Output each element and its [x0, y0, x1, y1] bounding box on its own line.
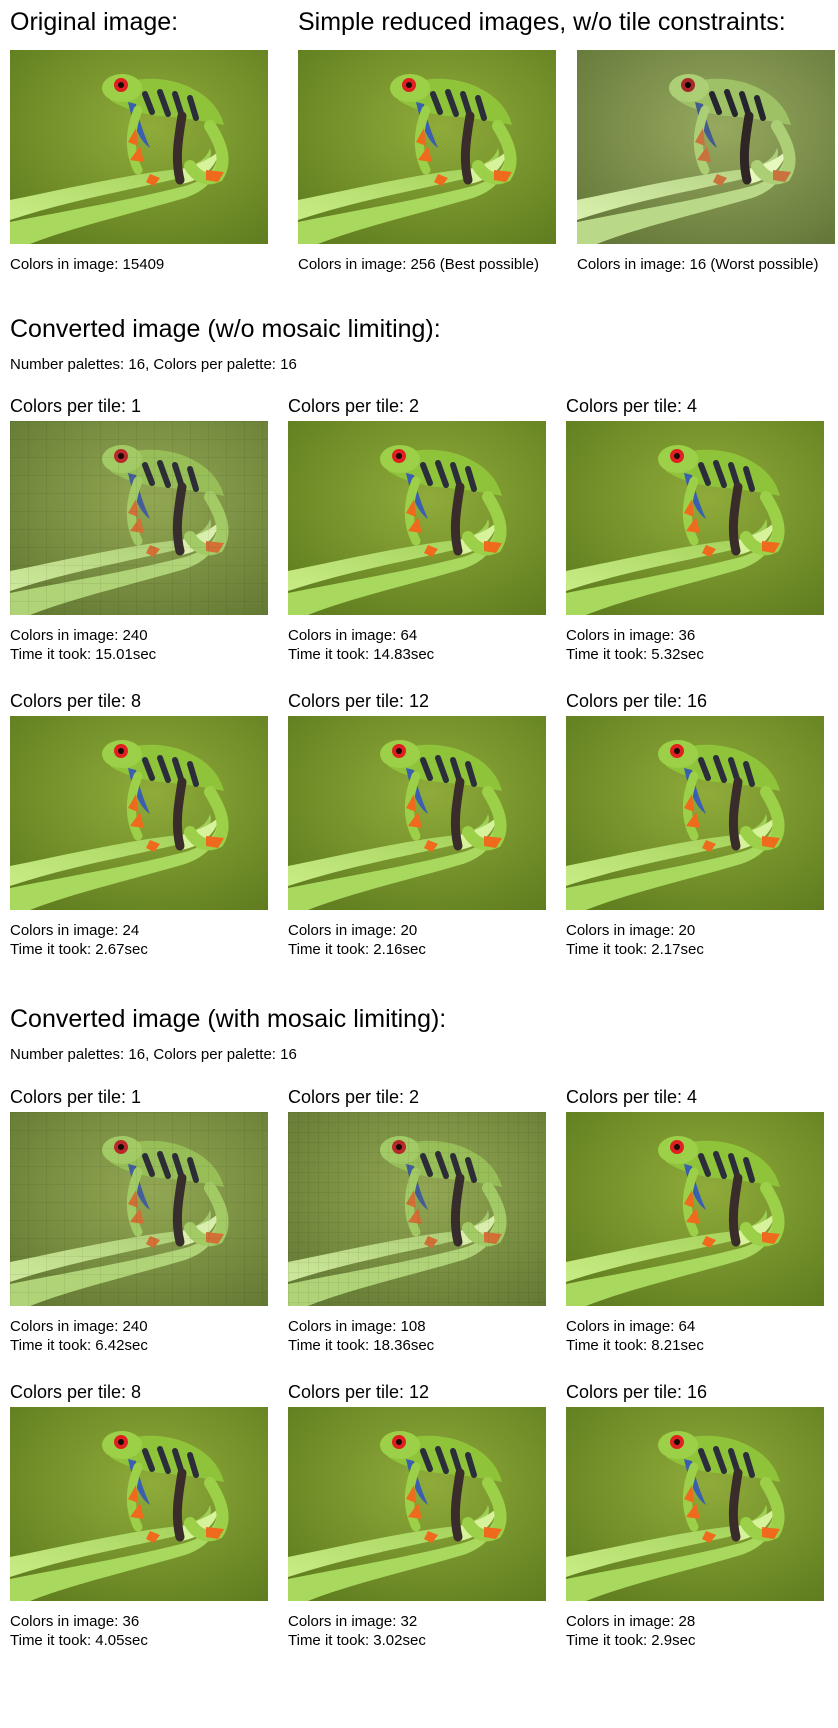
converted-image: [10, 716, 268, 910]
mosaic-overlay: [288, 1112, 546, 1306]
tile-label: Colors per tile: 1: [10, 396, 142, 416]
time-it-took: Time it took: 4.05sec: [10, 1632, 148, 1649]
time-it-took: Time it took: 2.67sec: [10, 941, 148, 958]
simple-256-image: [298, 50, 556, 244]
time-it-took: Time it took: 14.83sec: [288, 646, 435, 663]
section2-title: Converted image (with mosaic limiting):: [10, 1005, 447, 1033]
time-it-took: Time it took: 2.9sec: [566, 1632, 696, 1649]
converted-image: [566, 1407, 824, 1601]
colors-in-image: Colors in image: 32: [288, 1613, 418, 1630]
converted-image: [10, 421, 268, 615]
time-it-took: Time it took: 18.36sec: [288, 1337, 435, 1354]
converted-image: [288, 1407, 546, 1601]
original-colors-caption: Colors in image: 15409: [10, 256, 165, 273]
tile-label: Colors per tile: 2: [288, 396, 420, 416]
converted-image: [288, 421, 546, 615]
section1-title: Converted image (w/o mosaic limiting):: [10, 315, 441, 343]
colors-in-image: Colors in image: 108: [288, 1318, 426, 1335]
simple-16-caption: Colors in image: 16 (Worst possible): [577, 256, 819, 273]
time-it-took: Time it took: 2.16sec: [288, 941, 426, 958]
tile-label: Colors per tile: 2: [288, 1087, 420, 1107]
tile-label: Colors per tile: 8: [10, 1382, 142, 1402]
colors-in-image: Colors in image: 20: [288, 922, 418, 939]
converted-image: [10, 1407, 268, 1601]
tile-label: Colors per tile: 4: [566, 396, 698, 416]
mosaic-overlay: [10, 421, 268, 615]
simple-256-caption: Colors in image: 256 (Best possible): [298, 256, 539, 273]
colors-in-image: Colors in image: 36: [10, 1613, 140, 1630]
tile-label: Colors per tile: 4: [566, 1087, 698, 1107]
section2-params: Number palettes: 16, Colors per palette:…: [10, 1046, 297, 1063]
colors-in-image: Colors in image: 64: [288, 627, 418, 644]
tile-label: Colors per tile: 12: [288, 1382, 430, 1402]
colors-in-image: Colors in image: 240: [10, 1318, 148, 1335]
converted-image: [288, 1112, 546, 1306]
converted-image: [566, 1112, 824, 1306]
colors-in-image: Colors in image: 240: [10, 627, 148, 644]
colors-in-image: Colors in image: 24: [10, 922, 140, 939]
mosaic-overlay: [10, 1112, 268, 1306]
simple-reduced-title: Simple reduced images, w/o tile constrai…: [298, 8, 786, 36]
time-it-took: Time it took: 6.42sec: [10, 1337, 148, 1354]
time-it-took: Time it took: 8.21sec: [566, 1337, 704, 1354]
time-it-took: Time it took: 5.32sec: [566, 646, 704, 663]
tile-label: Colors per tile: 1: [10, 1087, 142, 1107]
time-it-took: Time it took: 2.17sec: [566, 941, 704, 958]
tile-label: Colors per tile: 8: [10, 691, 142, 711]
section1-params: Number palettes: 16, Colors per palette:…: [10, 356, 297, 373]
converted-image: [10, 1112, 268, 1306]
converted-image: [566, 716, 824, 910]
time-it-took: Time it took: 3.02sec: [288, 1632, 426, 1649]
tile-label: Colors per tile: 16: [566, 1382, 708, 1402]
colors-in-image: Colors in image: 28: [566, 1613, 696, 1630]
original-image: [10, 50, 268, 244]
time-it-took: Time it took: 15.01sec: [10, 646, 157, 663]
original-title: Original image:: [10, 8, 179, 36]
colors-in-image: Colors in image: 36: [566, 627, 696, 644]
tile-label: Colors per tile: 16: [566, 691, 708, 711]
colors-in-image: Colors in image: 20: [566, 922, 696, 939]
simple-16-image: [577, 50, 835, 244]
converted-image: [288, 716, 546, 910]
tile-label: Colors per tile: 12: [288, 691, 430, 711]
converted-image: [566, 421, 824, 615]
colors-in-image: Colors in image: 64: [566, 1318, 696, 1335]
